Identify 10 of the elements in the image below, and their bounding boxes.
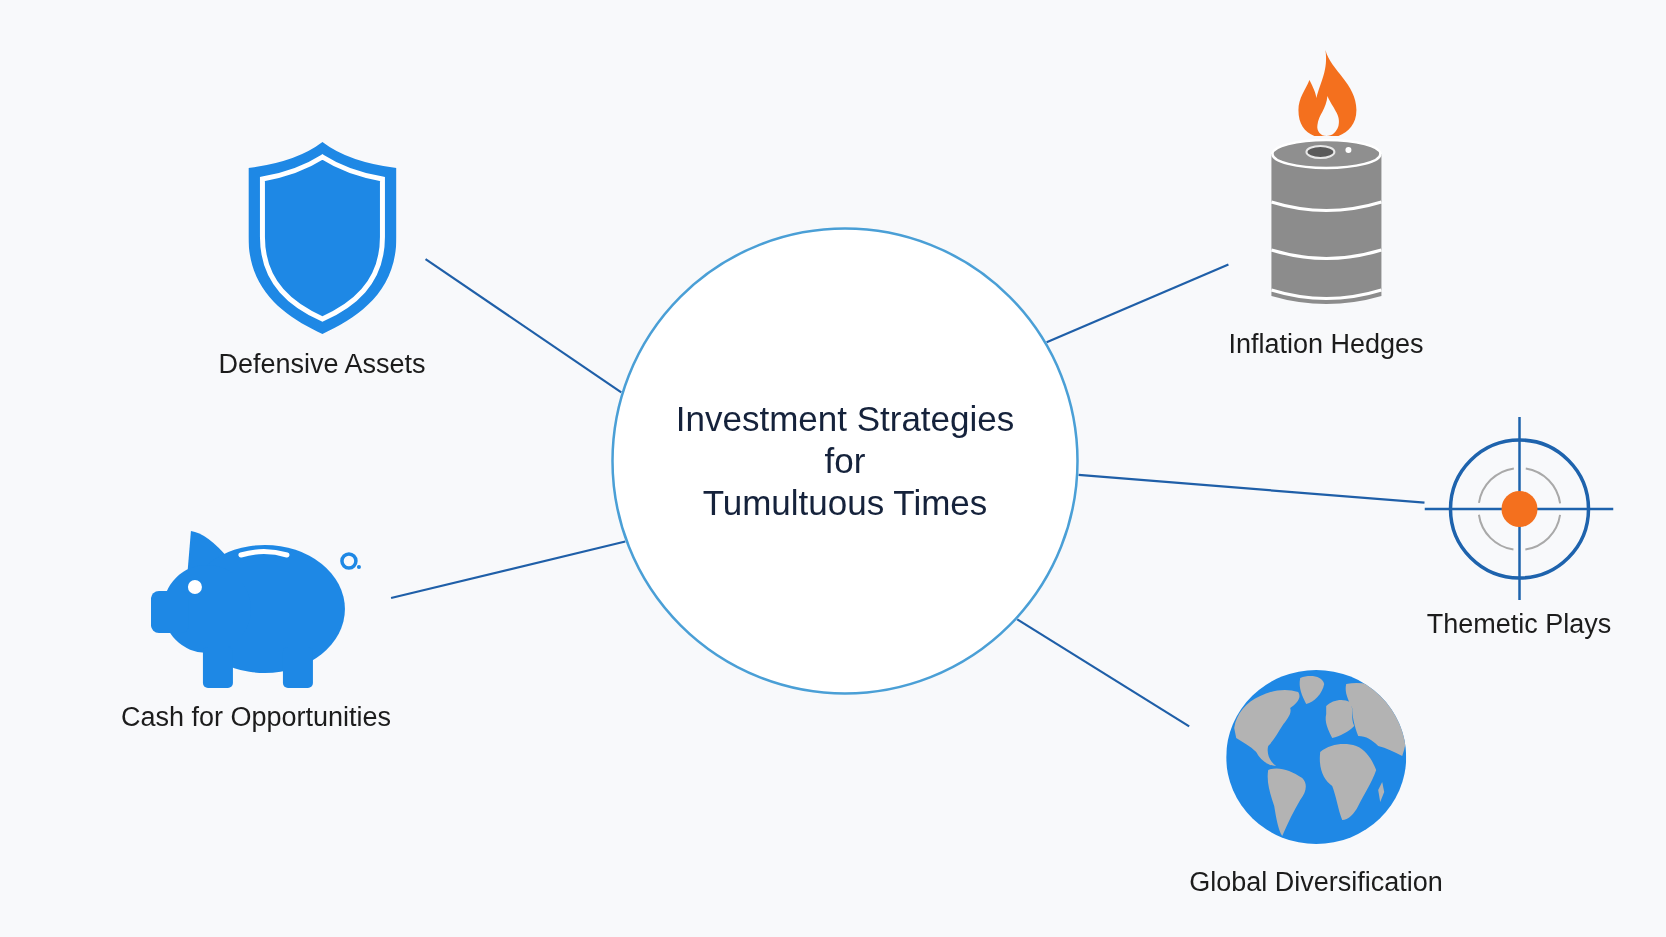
node-label: Themetic Plays: [1426, 608, 1612, 641]
connector-line: [424, 258, 622, 394]
topic-text: Investment Strategies for Tumultuous Times: [675, 398, 1015, 524]
connector-line: [390, 540, 626, 600]
node-label: Inflation Hedges: [1228, 328, 1424, 361]
node-label: Defensive Assets: [218, 348, 426, 381]
node-label: Cash for Opportunities: [120, 701, 392, 734]
connector-line: [1016, 618, 1190, 728]
connector-line: [1078, 473, 1425, 504]
node-label: Global Diversification: [1189, 866, 1443, 899]
